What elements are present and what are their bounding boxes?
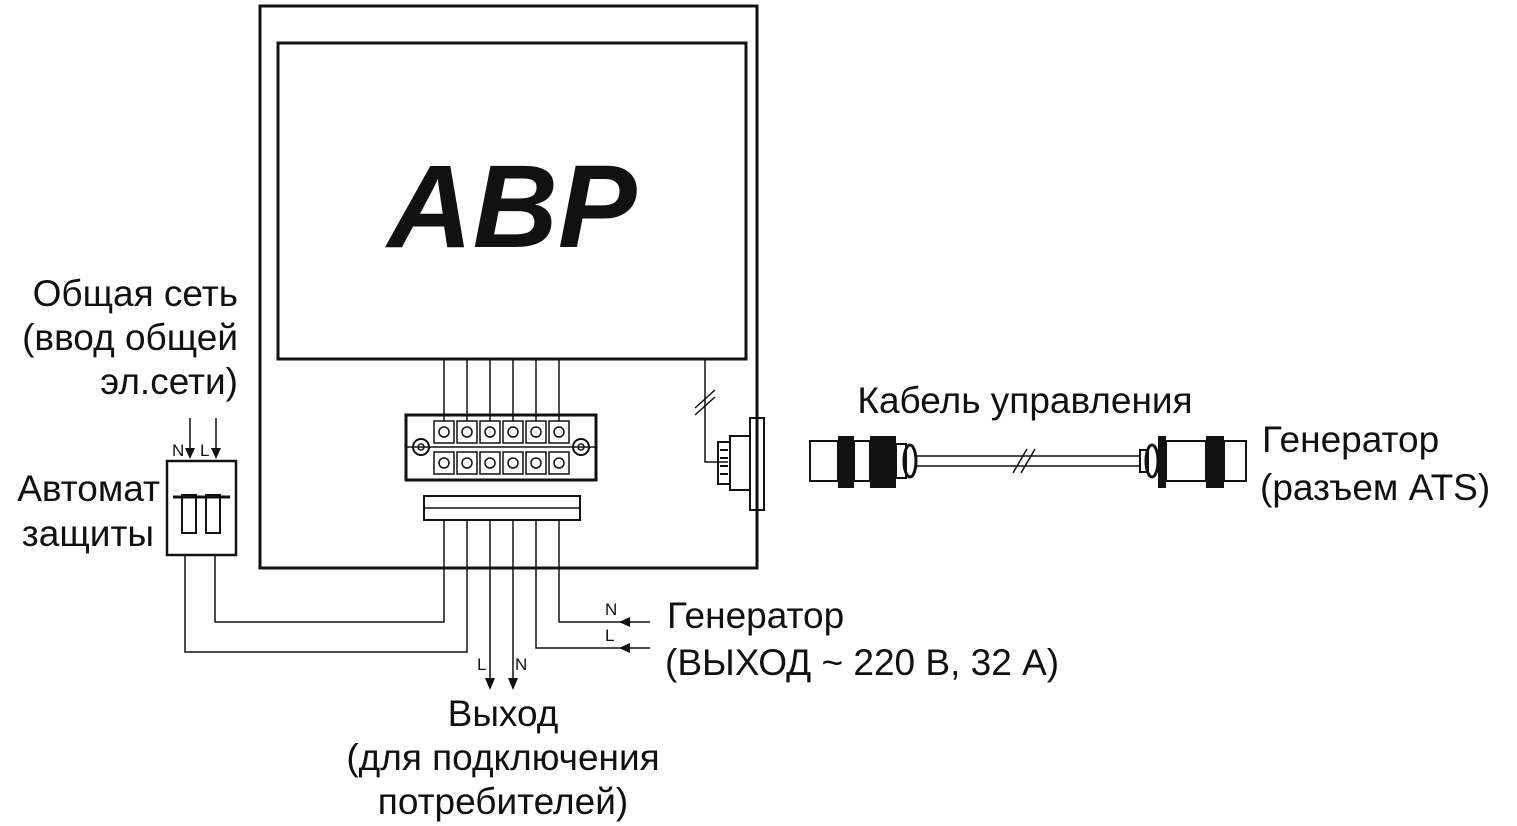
ats-front-panel — [276, 41, 748, 361]
breaker-n-terminal-label: N — [172, 441, 184, 460]
generator-connector-label-line2: (разъем ATS) — [1260, 467, 1490, 508]
breaker-label-line2: защиты — [22, 513, 154, 554]
internal-control-wire — [694, 359, 728, 463]
generator-n-arrow — [619, 617, 630, 627]
generator-input-wires — [535, 520, 650, 649]
ats-logo: АВР — [384, 141, 636, 273]
control-cable — [809, 436, 1247, 488]
generator-connector-label-line1: Генератор — [1262, 419, 1439, 460]
mains-label-line3: эл.сети) — [100, 361, 238, 402]
mains-wires — [184, 520, 468, 653]
internal-wires — [443, 359, 560, 421]
circuit-breaker — [165, 418, 238, 557]
output-l-arrow — [485, 678, 495, 690]
output-wires — [489, 520, 514, 680]
db-connector — [717, 417, 765, 511]
output-n-arrow — [508, 678, 518, 690]
mains-label-line2: (ввод общей — [22, 317, 238, 358]
output-label-line1: Выход — [448, 693, 559, 734]
cable-gland-strip — [423, 495, 581, 521]
control-cable-label: Кабель управления — [857, 380, 1192, 421]
generator-l-arrow — [619, 643, 630, 653]
generator-output-label-line2: (ВЫХОД ~ 220 В, 32 А) — [665, 642, 1059, 683]
terminal-block — [404, 413, 598, 482]
generator-n-terminal-label: N — [605, 600, 617, 619]
breaker-label-line1: Автомат — [17, 468, 160, 509]
output-label-line3: потребителей) — [378, 781, 628, 822]
mains-label-line1: Общая сеть — [33, 273, 238, 314]
output-l-terminal-label: L — [477, 655, 486, 674]
breaker-l-terminal-label: L — [200, 441, 209, 460]
generator-output-label-line1: Генератор — [667, 595, 844, 636]
output-label-line2: (для подключения — [346, 737, 659, 778]
output-n-terminal-label: N — [515, 655, 527, 674]
ats-cabinet — [258, 4, 759, 570]
generator-l-terminal-label: L — [605, 626, 614, 645]
